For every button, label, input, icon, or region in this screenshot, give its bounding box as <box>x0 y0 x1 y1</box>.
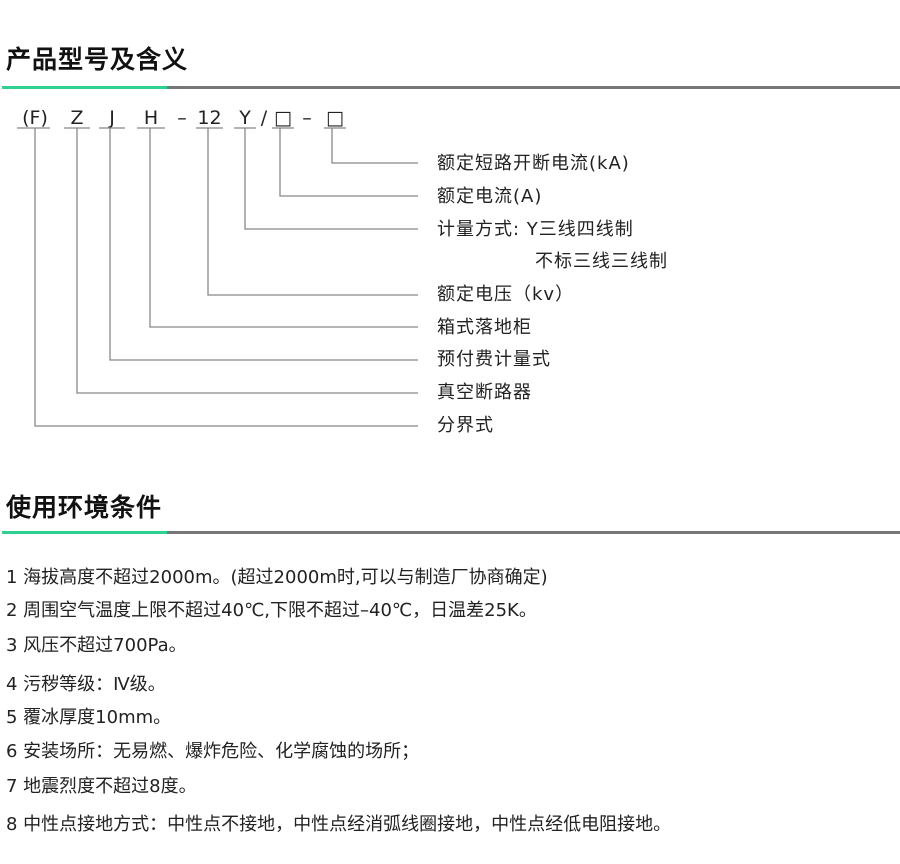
section-divider <box>2 86 900 89</box>
code-current-box: □ <box>274 107 292 129</box>
condition-item: 3 风压不超过700Pa。 <box>6 635 187 656</box>
condition-item: 6 安装场所：无易燃、爆炸危险、化学腐蚀的场所； <box>6 741 420 762</box>
condition-item: 4 污秽等级：Ⅳ级。 <box>6 674 166 695</box>
code-y: Y <box>239 107 251 129</box>
code-h: H <box>143 107 159 129</box>
code-j: J <box>109 107 115 129</box>
condition-item: 7 地震烈度不超过8度。 <box>6 776 197 797</box>
meaning-prepaid: 预付费计量式 <box>437 349 551 370</box>
meaning-vacuum-breaker: 真空断路器 <box>437 382 532 403</box>
meaning-metering-mode-alt: 不标三线三线制 <box>535 251 668 272</box>
code-f: (F) <box>22 107 48 129</box>
section-title-environment: 使用环境条件 <box>6 493 163 522</box>
meaning-boundary: 分界式 <box>437 415 494 436</box>
condition-item: 8 中性点接地方式：中性点不接地，中性点经消弧线圈接地，中性点经低电阻接地。 <box>6 814 672 835</box>
section-divider <box>2 531 900 534</box>
code-z: Z <box>70 107 84 129</box>
condition-item: 2 周围空气温度上限不超过40℃,下限不超过–40℃，日温差25K。 <box>6 600 537 621</box>
meaning-metering-mode: 计量方式: Y三线四线制 <box>437 219 634 240</box>
code-dash: – <box>302 107 312 129</box>
code-dash: – <box>177 107 187 129</box>
condition-item: 1 海拔高度不超过2000m。(超过2000m时,可以与制造厂协商确定) <box>6 567 548 588</box>
meaning-rated-current: 额定电流(A) <box>437 186 543 207</box>
code-breaking-box: □ <box>326 107 344 129</box>
meaning-breaking-current: 额定短路开断电流(kA) <box>437 153 630 174</box>
meaning-cabinet: 箱式落地柜 <box>437 317 532 338</box>
code-slash: / <box>260 107 268 129</box>
code-12: 12 <box>197 107 222 129</box>
section-title-model: 产品型号及含义 <box>6 45 189 74</box>
condition-item: 5 覆冰厚度10mm。 <box>6 707 172 728</box>
meaning-rated-voltage: 额定电压（kv） <box>437 284 575 305</box>
